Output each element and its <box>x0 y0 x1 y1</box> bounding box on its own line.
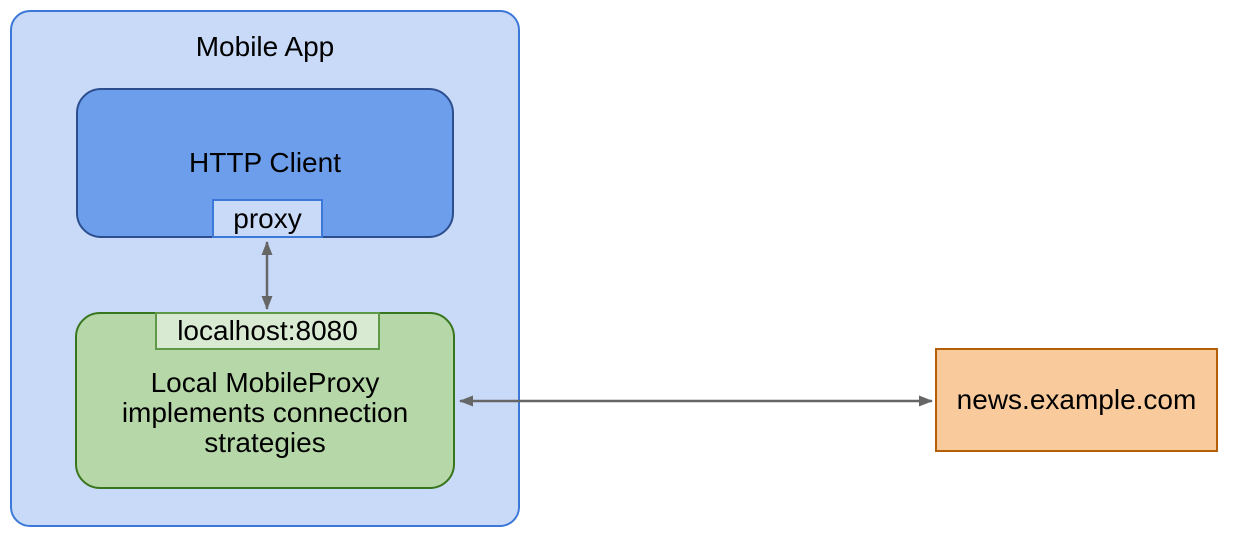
localhost-endpoint-tab: localhost:8080 <box>155 312 380 350</box>
local-proxy-label-line-2: implements connection <box>121 397 409 428</box>
mobile-app-container: Mobile App HTTP Client proxy localhost:8… <box>10 10 520 527</box>
mobile-app-title: Mobile App <box>195 31 335 62</box>
http-client-node: HTTP Client proxy <box>76 88 454 238</box>
local-proxy-node: localhost:8080 Local MobileProxy impleme… <box>75 312 455 489</box>
server-node: news.example.com <box>935 348 1218 452</box>
proxy-port-tab: proxy <box>212 199 323 238</box>
local-proxy-label-line-3: strategies <box>204 427 326 458</box>
proxy-localhost-arrow <box>261 241 273 310</box>
local-proxy-label-line-1: Local MobileProxy <box>150 367 380 398</box>
local-proxy-label: Local MobileProxy implements connection … <box>77 368 453 458</box>
proxy-server-arrow <box>459 395 933 407</box>
http-client-label: HTTP Client <box>189 147 341 178</box>
